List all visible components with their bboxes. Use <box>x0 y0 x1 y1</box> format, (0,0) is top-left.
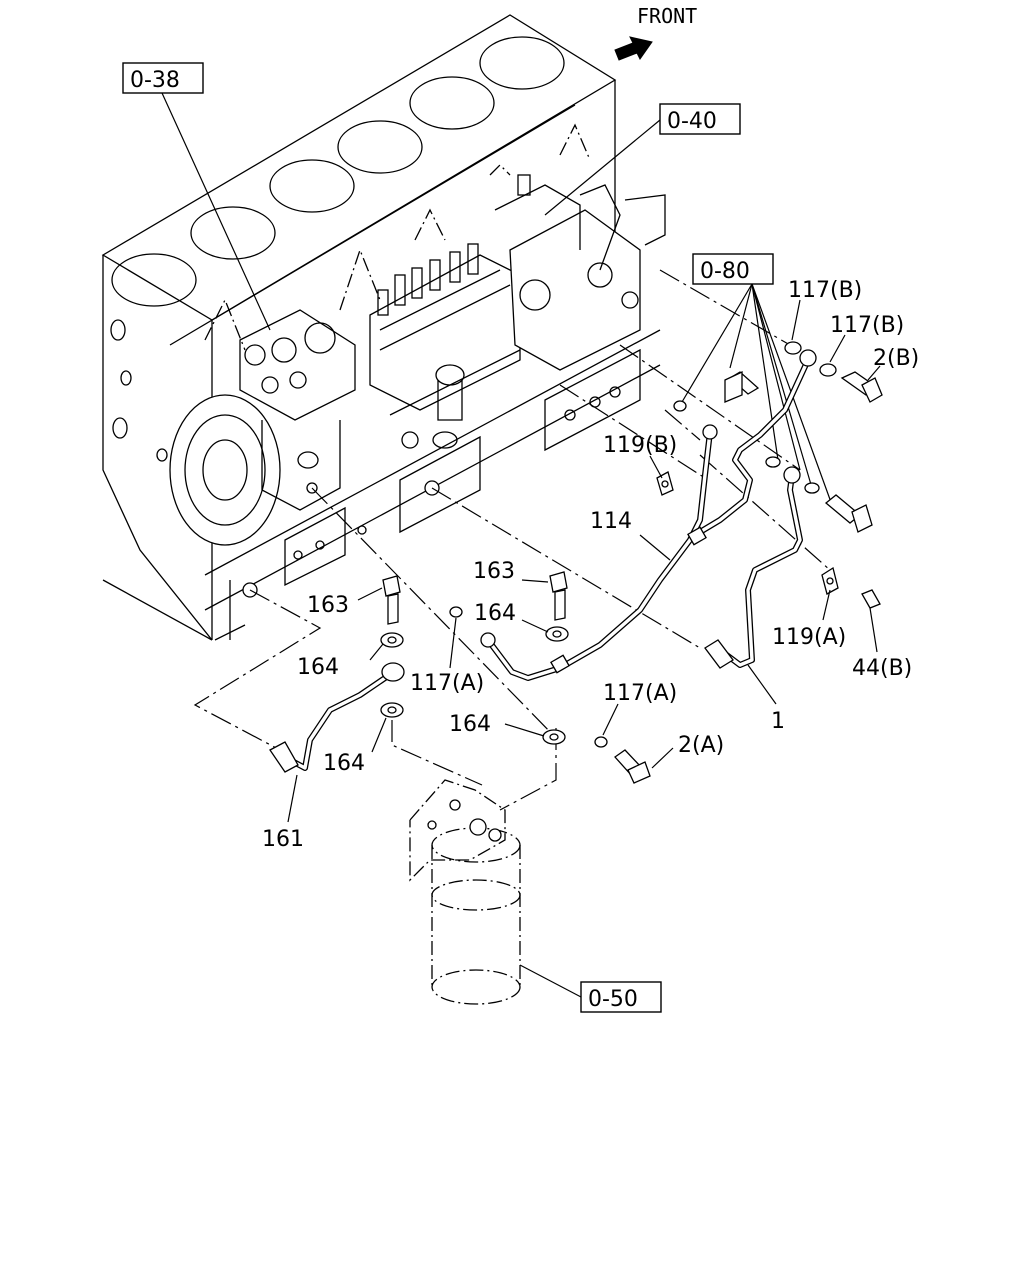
label-161: 161 <box>262 827 304 852</box>
centerlines <box>193 269 831 811</box>
label-164-1: 164 <box>297 655 339 680</box>
engine-block <box>101 14 666 641</box>
label-164-3: 164 <box>449 712 491 737</box>
front-indicator: FRONT <box>614 4 697 61</box>
label-117b-1: 117(B) <box>788 278 862 303</box>
front-arrow-icon <box>614 36 653 61</box>
label-leaders <box>287 299 881 823</box>
label-44b: 44(B) <box>852 656 912 681</box>
label-1: 1 <box>771 709 785 734</box>
ref-box-0-80-label: 0-80 <box>700 259 750 284</box>
label-119a: 119(A) <box>772 625 846 650</box>
pipe-1 <box>704 466 803 669</box>
ref-box-0-40-label: 0-40 <box>667 109 717 134</box>
front-label: FRONT <box>637 4 697 28</box>
hardware <box>380 341 883 784</box>
label-114: 114 <box>590 509 632 534</box>
pipe-161 <box>269 662 405 773</box>
label-2a: 2(A) <box>678 733 724 758</box>
label-164-2: 164 <box>474 601 516 626</box>
ref-box-0-50[interactable]: 0-50 <box>580 981 662 1013</box>
ref-box-0-40[interactable]: 0-40 <box>659 103 741 135</box>
ref-box-0-80-leaders <box>681 283 833 506</box>
label-117a-1: 117(A) <box>410 671 484 696</box>
ref-box-0-38-label: 0-38 <box>130 68 180 93</box>
ref-box-0-50-label: 0-50 <box>588 987 638 1012</box>
label-163-1: 163 <box>307 593 349 618</box>
label-163-2: 163 <box>473 559 515 584</box>
label-117b-2: 117(B) <box>830 313 904 338</box>
ref-box-0-80[interactable]: 0-80 <box>692 253 774 285</box>
label-119b: 119(B) <box>603 433 677 458</box>
oil-filter <box>409 779 521 1005</box>
part-labels: 117(B) 117(B) 2(B) 119(B) 114 163 164 16… <box>262 278 919 852</box>
label-2b: 2(B) <box>873 346 919 371</box>
ref-box-0-38[interactable]: 0-38 <box>122 62 204 94</box>
label-117a-2: 117(A) <box>603 681 677 706</box>
label-164-4: 164 <box>323 751 365 776</box>
pipe-114 <box>480 349 817 681</box>
